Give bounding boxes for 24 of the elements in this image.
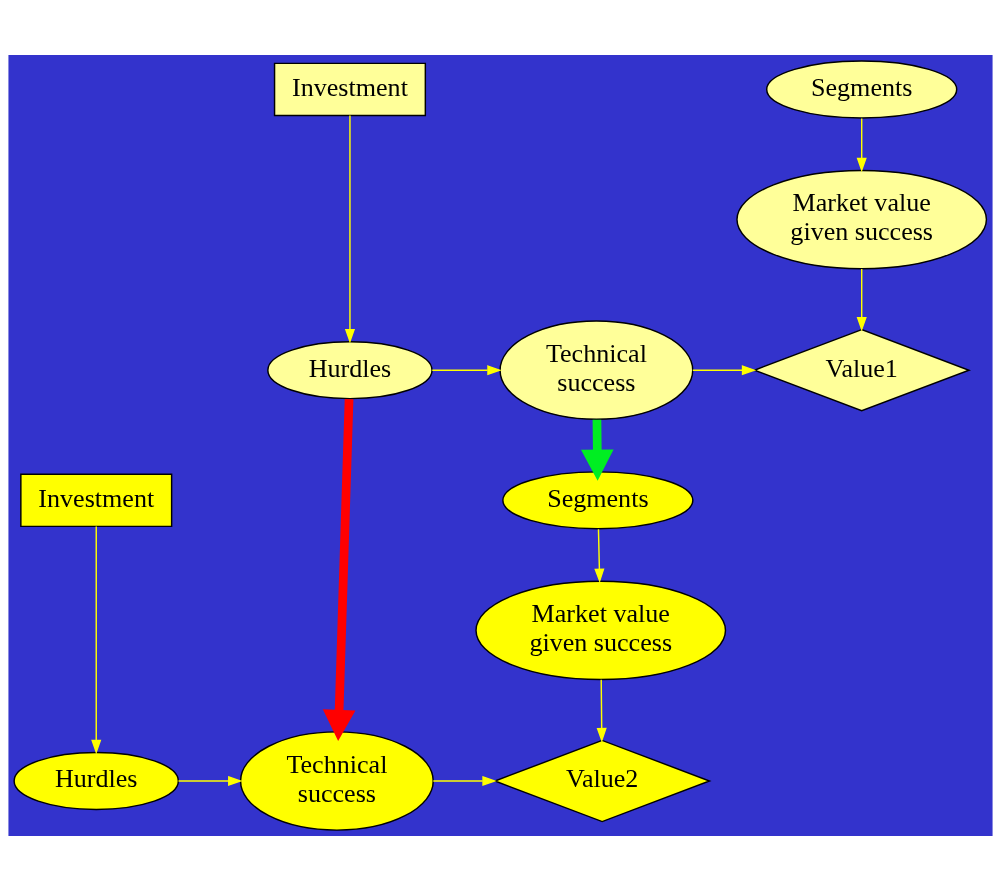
arrow xyxy=(344,114,356,344)
arrow xyxy=(322,398,356,741)
arrow xyxy=(580,419,614,481)
node-box: Investment xyxy=(273,62,427,117)
arrow xyxy=(596,679,607,743)
node-diamond: Value1 xyxy=(752,328,972,412)
node-ellipse: Hurdles xyxy=(267,341,433,400)
node-ellipse: Market value given success xyxy=(736,169,988,270)
arrow xyxy=(432,775,497,787)
node-ellipse: Segments xyxy=(502,471,694,530)
arrow xyxy=(177,775,243,787)
node-ellipse: Hurdles xyxy=(13,751,180,811)
arrow xyxy=(594,528,605,584)
arrow xyxy=(856,268,867,332)
node-diamond: Value2 xyxy=(492,739,712,823)
node-box: Investment xyxy=(20,473,173,528)
node-ellipse: Technical success xyxy=(239,731,434,831)
node-ellipse: Market value given success xyxy=(475,580,727,681)
arrow xyxy=(692,365,757,376)
arrow xyxy=(431,365,502,376)
arrow xyxy=(91,525,102,755)
node-ellipse: Technical success xyxy=(499,320,694,421)
arrow xyxy=(856,117,867,173)
node-ellipse: Segments xyxy=(766,60,958,119)
